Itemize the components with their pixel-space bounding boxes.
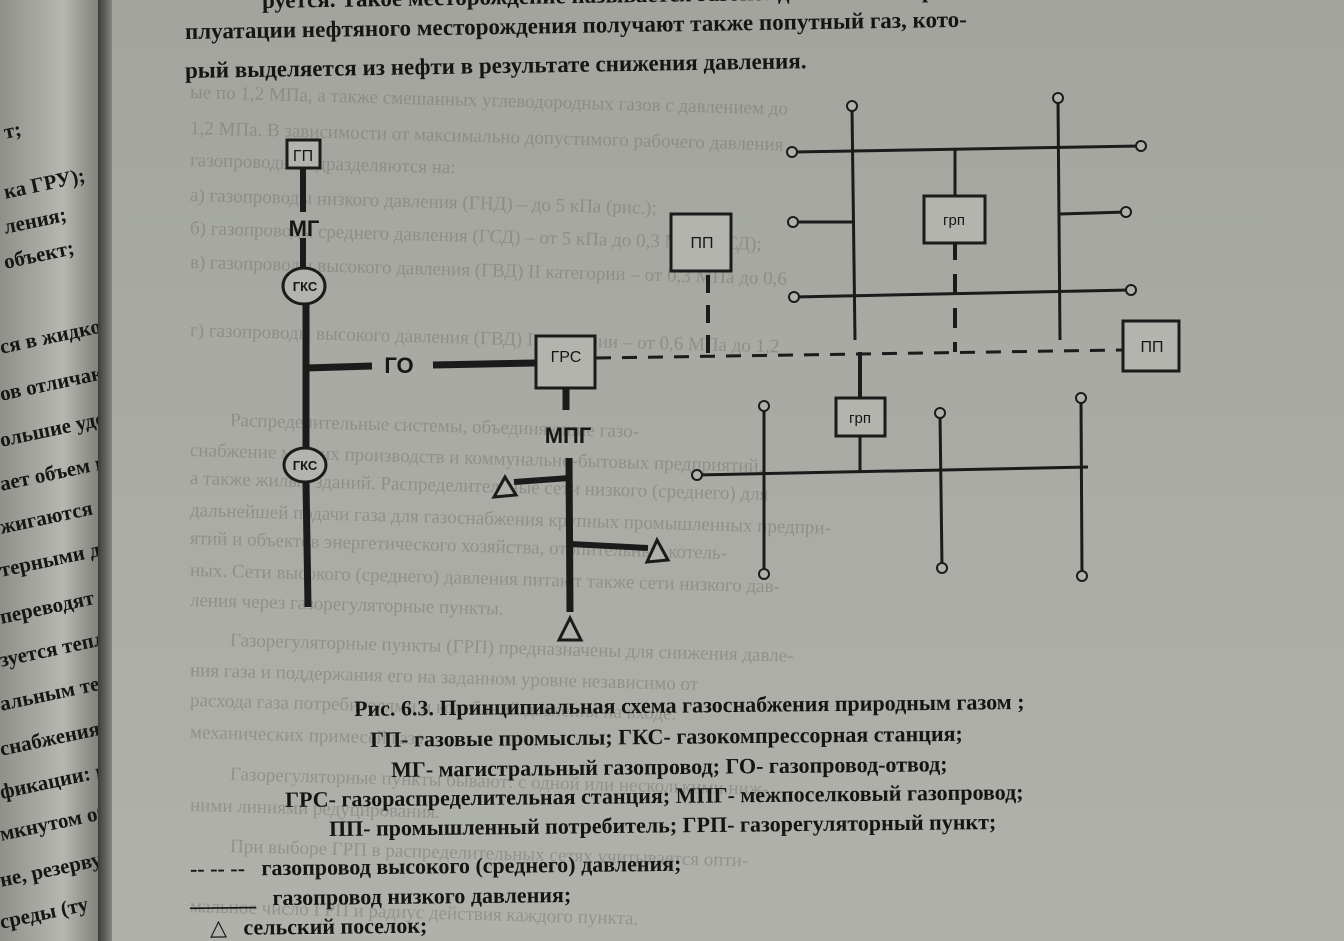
pipe-low-n1-v2	[1056, 99, 1062, 341]
end-node	[934, 407, 946, 419]
grp2-box	[834, 396, 887, 438]
end-node	[1120, 206, 1132, 218]
end-node	[1052, 92, 1064, 104]
end-node	[1076, 570, 1088, 582]
pipe-low-n1-h1	[792, 144, 1141, 154]
pipe-go-left	[305, 362, 373, 372]
end-node	[788, 291, 800, 303]
end-node	[846, 100, 858, 112]
book-gutter	[98, 0, 114, 941]
go-label: ГО	[384, 353, 413, 378]
pipe-mpg-village2	[569, 541, 649, 551]
gks2-label: ГКС	[293, 458, 318, 473]
pp1-label: ПП	[691, 235, 714, 252]
gks1-label: ГКС	[293, 279, 318, 294]
end-node	[1125, 284, 1137, 296]
legend-high-pressure: -- -- -- газопровод высокого (среднего) …	[190, 851, 682, 882]
pipe-mpg-village1	[513, 475, 571, 485]
grs-box	[534, 334, 597, 390]
gks2-circle	[282, 446, 328, 484]
legend-symbol: △	[209, 914, 228, 940]
end-node	[1135, 140, 1147, 152]
pipe-low-n1-h3	[1059, 210, 1127, 216]
pipe-low-n2-h1	[696, 465, 1089, 477]
village-3-icon	[556, 614, 584, 642]
pipe-low-n1-h4	[793, 288, 1131, 299]
legend-text: газопровод низкого давления;	[272, 882, 572, 911]
end-node	[758, 568, 770, 580]
legend-text: сельский поселок;	[243, 912, 428, 940]
end-node	[936, 562, 948, 574]
mg-label: МГ	[289, 216, 320, 241]
legend-text: газопровод высокого (среднего) давления;	[261, 850, 682, 881]
pp2-box	[1121, 319, 1181, 373]
end-node	[758, 400, 770, 412]
pipe-go-right	[432, 359, 536, 369]
legend-symbol: -- -- --	[189, 855, 246, 881]
gp-box	[285, 138, 322, 170]
village-2-icon	[644, 536, 671, 564]
pp1-box	[669, 212, 733, 273]
mpg-label: МПГ	[545, 423, 592, 448]
pipe-mpg	[565, 457, 574, 613]
gks1-circle	[281, 266, 327, 306]
pipe-main-lower	[302, 481, 312, 608]
pipe-low-n2-v3	[1079, 399, 1084, 575]
grp1-box	[922, 194, 987, 245]
pipe-low-n1-v1	[850, 107, 857, 341]
end-node	[1075, 392, 1087, 404]
end-node	[787, 216, 799, 228]
legend-village: △ сельский поселок;	[210, 913, 428, 941]
pipe-low-n2-v2	[938, 414, 944, 567]
end-node	[786, 146, 798, 158]
grp2-label: грп	[849, 410, 871, 427]
village-1-icon	[491, 474, 519, 499]
grs-label: ГРС	[551, 349, 582, 366]
pp2-label: ПП	[1141, 339, 1164, 356]
end-node	[691, 469, 703, 481]
legend-symbol: ______	[189, 885, 257, 911]
legend-low-pressure: ______ газопровод низкого давления;	[190, 882, 571, 912]
grp1-label: грп	[943, 212, 965, 229]
gp-label: ГП	[293, 148, 313, 165]
